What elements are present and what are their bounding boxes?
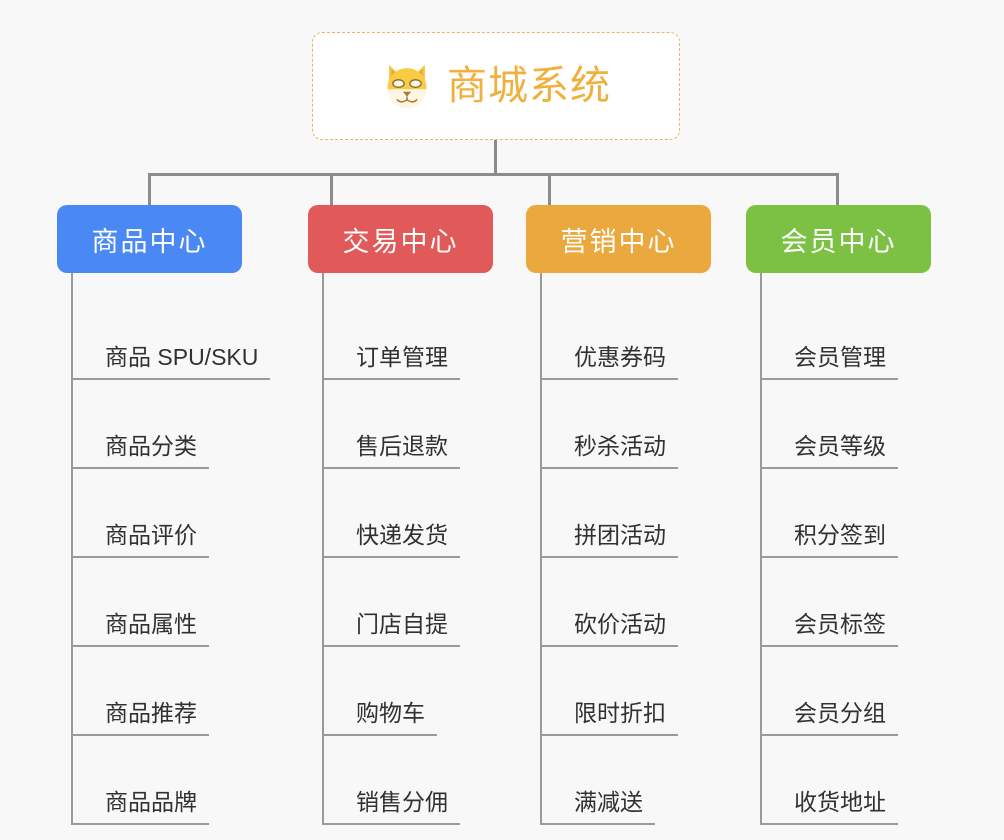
leaf-label: 会员分组 bbox=[760, 700, 898, 736]
leaf-label: 收货地址 bbox=[760, 789, 898, 825]
leaf-label: 会员标签 bbox=[760, 611, 898, 647]
list-item[interactable]: 拼团活动 bbox=[540, 469, 711, 558]
leaf-label: 商品推荐 bbox=[71, 700, 209, 736]
leaf-group-trade-center: 订单管理 售后退款 快递发货 门店自提 购物车 销售分佣 bbox=[308, 273, 493, 825]
connector-root-stem bbox=[494, 140, 497, 175]
list-item[interactable]: 会员管理 bbox=[760, 291, 931, 380]
leaf-list: 订单管理 售后退款 快递发货 门店自提 购物车 销售分佣 bbox=[308, 291, 493, 825]
leaf-list: 会员管理 会员等级 积分签到 会员标签 会员分组 收货地址 bbox=[746, 291, 931, 825]
leaf-list: 商品 SPU/SKU 商品分类 商品评价 商品属性 商品推荐 商品品牌 bbox=[57, 291, 271, 825]
leaf-label: 限时折扣 bbox=[540, 700, 678, 736]
root-node-shop-system[interactable]: 商城系统 bbox=[312, 32, 680, 140]
leaf-group-marketing-center: 优惠券码 秒杀活动 拼团活动 砍价活动 限时折扣 满减送 bbox=[526, 273, 711, 825]
list-item[interactable]: 商品分类 bbox=[71, 380, 270, 469]
list-item[interactable]: 秒杀活动 bbox=[540, 380, 711, 469]
column-product-center: 商品中心 商品 SPU/SKU 商品分类 商品评价 商品属性 商品推荐 商品品牌 bbox=[57, 205, 271, 825]
list-item[interactable]: 商品评价 bbox=[71, 469, 270, 558]
list-item[interactable]: 快递发货 bbox=[322, 469, 493, 558]
leaf-label: 满减送 bbox=[540, 789, 655, 825]
list-item[interactable]: 订单管理 bbox=[322, 291, 493, 380]
list-item[interactable]: 积分签到 bbox=[760, 469, 931, 558]
category-header-trade-center[interactable]: 交易中心 bbox=[308, 205, 493, 273]
list-item[interactable]: 门店自提 bbox=[322, 558, 493, 647]
leaf-label: 快递发货 bbox=[322, 522, 460, 558]
connector-column-trunk bbox=[760, 273, 762, 825]
leaf-label: 订单管理 bbox=[322, 344, 460, 380]
list-item[interactable]: 售后退款 bbox=[322, 380, 493, 469]
category-header-label: 营销中心 bbox=[560, 226, 677, 257]
leaf-label: 商品品牌 bbox=[71, 789, 209, 825]
leaf-group-member-center: 会员管理 会员等级 积分签到 会员标签 会员分组 收货地址 bbox=[746, 273, 931, 825]
list-item[interactable]: 满减送 bbox=[540, 736, 711, 825]
leaf-list: 优惠券码 秒杀活动 拼团活动 砍价活动 限时折扣 满减送 bbox=[526, 291, 711, 825]
leaf-label: 砍价活动 bbox=[540, 611, 678, 647]
connector-drop-4 bbox=[836, 173, 839, 205]
list-item[interactable]: 销售分佣 bbox=[322, 736, 493, 825]
leaf-label: 销售分佣 bbox=[322, 789, 460, 825]
leaf-label: 会员管理 bbox=[760, 344, 898, 380]
leaf-label: 售后退款 bbox=[322, 433, 460, 469]
column-trade-center: 交易中心 订单管理 售后退款 快递发货 门店自提 购物车 销售分佣 bbox=[308, 205, 493, 825]
list-item[interactable]: 会员等级 bbox=[760, 380, 931, 469]
leaf-label: 优惠券码 bbox=[540, 344, 678, 380]
category-header-member-center[interactable]: 会员中心 bbox=[746, 205, 931, 273]
list-item[interactable]: 限时折扣 bbox=[540, 647, 711, 736]
column-marketing-center: 营销中心 优惠券码 秒杀活动 拼团活动 砍价活动 限时折扣 满减送 bbox=[526, 205, 711, 825]
leaf-label: 拼团活动 bbox=[540, 522, 678, 558]
list-item[interactable]: 购物车 bbox=[322, 647, 493, 736]
list-item[interactable]: 优惠券码 bbox=[540, 291, 711, 380]
leaf-label: 购物车 bbox=[322, 700, 437, 736]
shiba-dog-face-icon bbox=[381, 60, 433, 112]
leaf-label: 商品 SPU/SKU bbox=[71, 344, 271, 380]
list-item[interactable]: 商品 SPU/SKU bbox=[71, 291, 271, 380]
connector-drop-1 bbox=[148, 173, 151, 205]
list-item[interactable]: 收货地址 bbox=[760, 736, 931, 825]
category-header-label: 会员中心 bbox=[780, 226, 897, 257]
list-item[interactable]: 砍价活动 bbox=[540, 558, 711, 647]
connector-horizontal-bus bbox=[148, 173, 838, 176]
category-header-label: 商品中心 bbox=[91, 226, 208, 257]
connector-drop-2 bbox=[330, 173, 333, 205]
leaf-label: 商品分类 bbox=[71, 433, 209, 469]
list-item[interactable]: 商品品牌 bbox=[71, 736, 270, 825]
leaf-label: 积分签到 bbox=[760, 522, 898, 558]
column-member-center: 会员中心 会员管理 会员等级 积分签到 会员标签 会员分组 收货地址 bbox=[746, 205, 931, 825]
category-header-marketing-center[interactable]: 营销中心 bbox=[526, 205, 711, 273]
connector-column-trunk bbox=[322, 273, 324, 825]
leaf-label: 门店自提 bbox=[322, 611, 460, 647]
root-node-title: 商城系统 bbox=[447, 64, 611, 108]
connector-column-trunk bbox=[540, 273, 542, 825]
leaf-label: 商品属性 bbox=[71, 611, 209, 647]
list-item[interactable]: 商品推荐 bbox=[71, 647, 270, 736]
category-header-label: 交易中心 bbox=[342, 226, 459, 257]
connector-drop-3 bbox=[548, 173, 551, 205]
category-header-product-center[interactable]: 商品中心 bbox=[57, 205, 242, 273]
leaf-label: 会员等级 bbox=[760, 433, 898, 469]
list-item[interactable]: 会员分组 bbox=[760, 647, 931, 736]
list-item[interactable]: 商品属性 bbox=[71, 558, 270, 647]
leaf-label: 商品评价 bbox=[71, 522, 209, 558]
connector-column-trunk bbox=[71, 273, 73, 825]
list-item[interactable]: 会员标签 bbox=[760, 558, 931, 647]
leaf-label: 秒杀活动 bbox=[540, 433, 678, 469]
leaf-group-product-center: 商品 SPU/SKU 商品分类 商品评价 商品属性 商品推荐 商品品牌 bbox=[57, 273, 271, 825]
